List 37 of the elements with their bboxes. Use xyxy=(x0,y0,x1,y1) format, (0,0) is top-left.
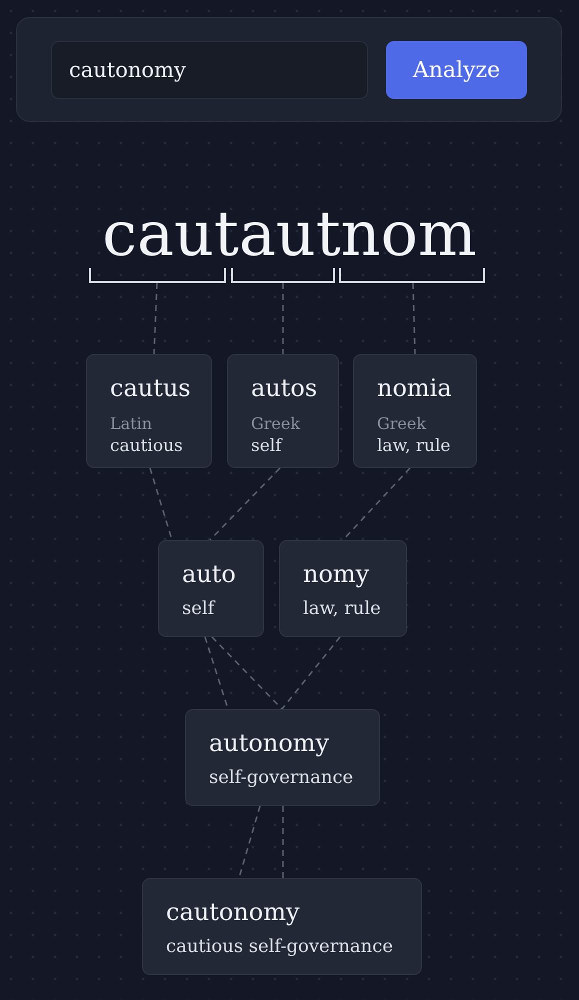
morpheme-title: nomy xyxy=(303,559,370,590)
morpheme-title: autos xyxy=(251,373,318,404)
connector-line xyxy=(282,283,284,354)
morpheme-title: auto xyxy=(182,559,236,590)
meaning-text: cautious self-governance xyxy=(166,935,393,959)
connector-line xyxy=(282,806,284,878)
morpheme-card xyxy=(227,354,339,468)
morpheme-title: autonomy xyxy=(209,728,330,759)
connector-line xyxy=(153,282,158,354)
morpheme-card xyxy=(86,354,212,468)
search-input-field: cautonomy xyxy=(51,41,368,99)
language-label: Latin xyxy=(110,413,152,435)
bracket xyxy=(231,268,335,283)
morpheme-card xyxy=(353,354,477,468)
morpheme-card xyxy=(185,709,380,806)
word-heading: cautautnom xyxy=(102,196,477,272)
analyze-button: Analyze xyxy=(386,41,527,99)
connector-line xyxy=(211,636,283,710)
meaning-text: law, rule xyxy=(303,597,381,621)
language-label: Greek xyxy=(377,413,426,435)
bracket xyxy=(89,268,226,283)
meaning-text: self xyxy=(182,597,214,621)
meaning-text: self xyxy=(251,435,282,457)
morpheme-card xyxy=(279,540,407,637)
connector-line xyxy=(209,467,281,541)
connector-line xyxy=(412,282,416,354)
morpheme-card xyxy=(158,540,264,637)
meaning-text: cautious xyxy=(110,435,183,457)
morpheme-title: cautus xyxy=(110,373,191,404)
bracket xyxy=(339,268,485,283)
meaning-text: self-governance xyxy=(209,766,354,790)
morpheme-card xyxy=(142,878,422,975)
connector-line xyxy=(281,636,341,710)
morpheme-title: nomia xyxy=(377,373,452,404)
meaning-text: law, rule xyxy=(377,435,450,457)
morpheme-title: cautonomy xyxy=(166,897,300,928)
language-label: Greek xyxy=(251,413,300,435)
